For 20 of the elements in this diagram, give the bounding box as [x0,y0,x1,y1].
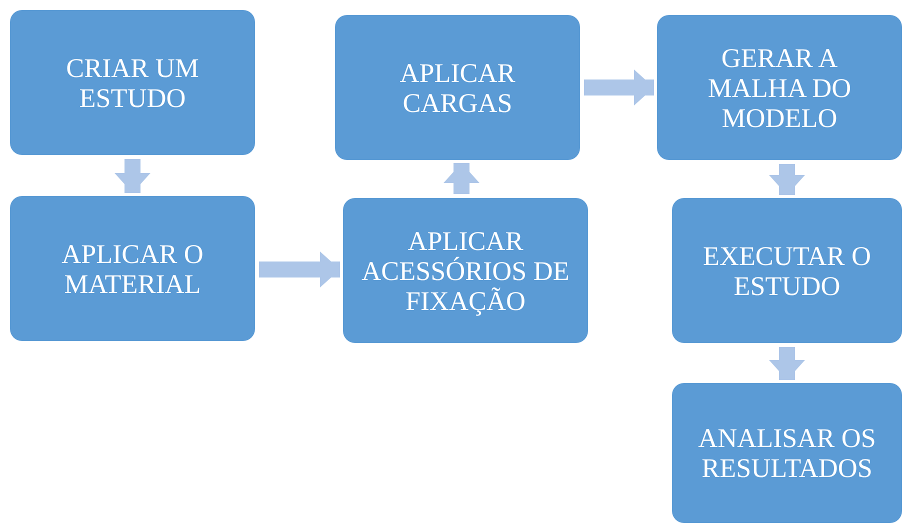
process-box [10,10,255,155]
arrow [259,252,340,288]
arrow [769,164,805,195]
arrow [769,347,805,380]
process-box [672,383,902,523]
process-box [343,198,588,343]
arrow [114,159,150,193]
process-box [672,198,902,343]
box-label: GERAR A MALHA DO MODELO [706,42,852,132]
arrow [584,70,654,106]
arrow [444,163,480,194]
process-box [335,15,580,160]
process-box [10,196,255,341]
box-label: APLICAR ACESSÓRIOS DE FIXAÇÃO [360,226,570,316]
box-label: APLICAR CARGAS [398,58,516,118]
box-label: ANALISAR OS RESULTADOS [697,423,877,483]
process-box [657,15,902,160]
box-label: APLICAR O MATERIAL [60,238,204,298]
box-label: CRIAR UM ESTUDO [65,52,200,112]
box-label: EXECUTAR O ESTUDO [702,240,872,300]
